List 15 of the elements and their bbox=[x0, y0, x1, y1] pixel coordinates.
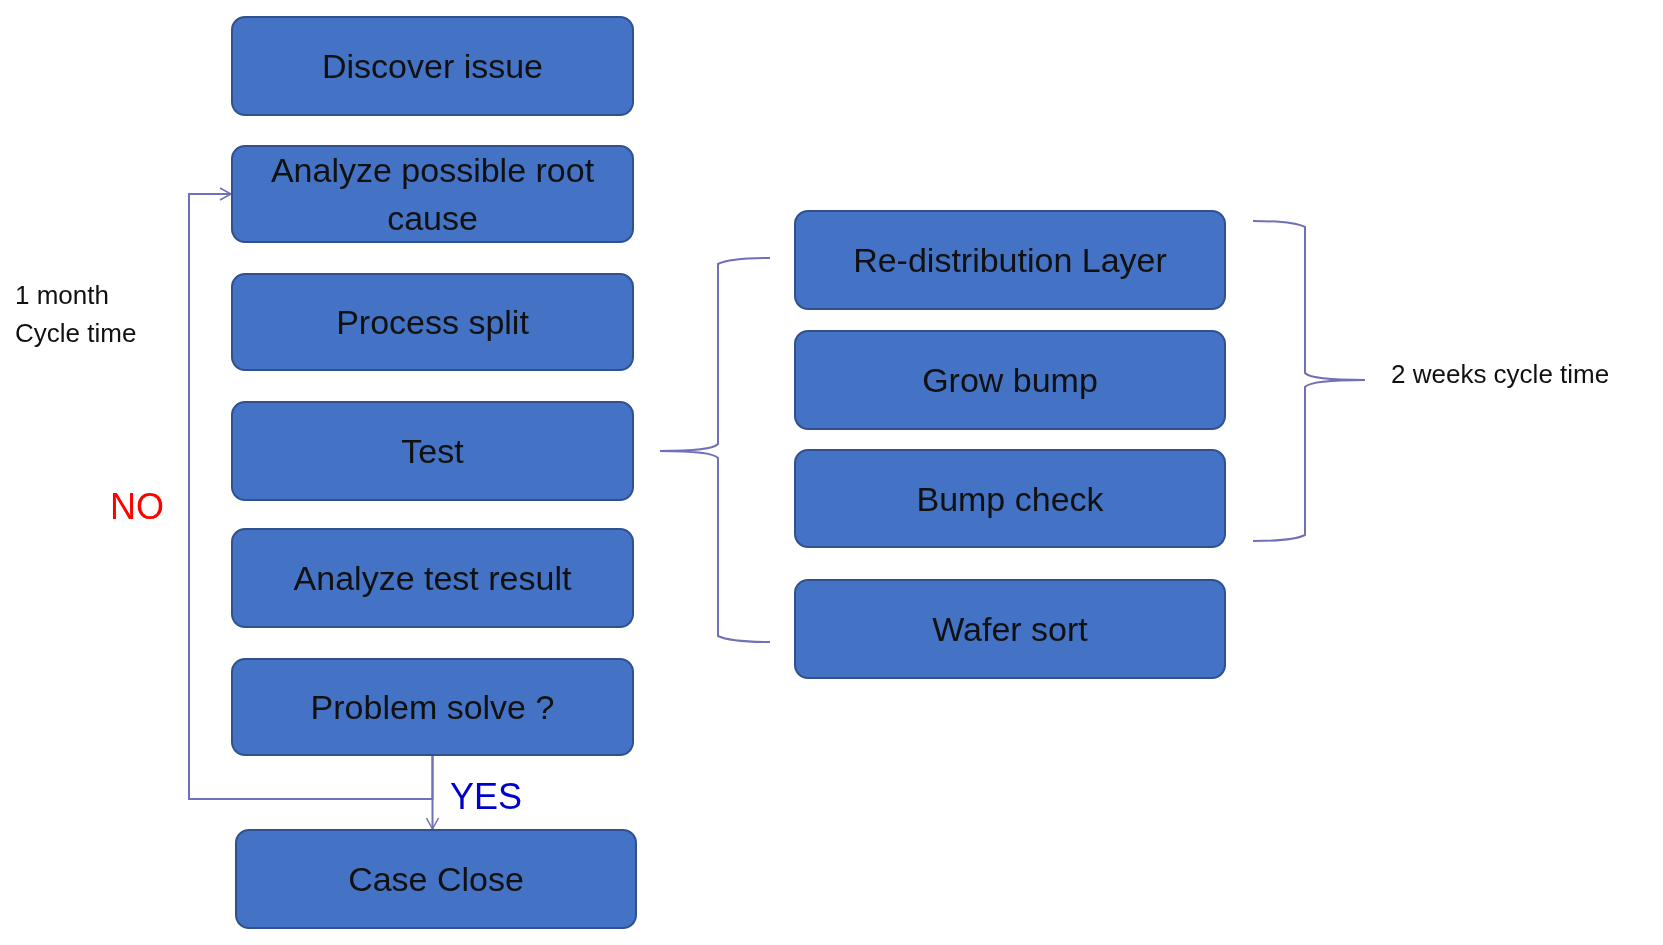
connector-arrow bbox=[425, 755, 440, 830]
process-box: Discover issue bbox=[231, 16, 634, 116]
process-box: Test bbox=[231, 401, 634, 501]
connector-arrow bbox=[188, 187, 434, 800]
duration-note: 2 weeks cycle time bbox=[1391, 358, 1610, 391]
duration-note: 1 month Cycle time bbox=[15, 279, 138, 350]
process-box: Wafer sort bbox=[794, 579, 1226, 679]
process-box: Grow bump bbox=[794, 330, 1226, 430]
process-box: Process split bbox=[231, 273, 634, 371]
process-box: Problem solve ? bbox=[231, 658, 634, 756]
process-box: Re-distribution Layer bbox=[794, 210, 1226, 310]
process-box: Bump check bbox=[794, 449, 1226, 548]
process-box: Case Close bbox=[235, 829, 637, 929]
process-box: Analyze possible root cause bbox=[231, 145, 634, 243]
process-box: Analyze test result bbox=[231, 528, 634, 628]
